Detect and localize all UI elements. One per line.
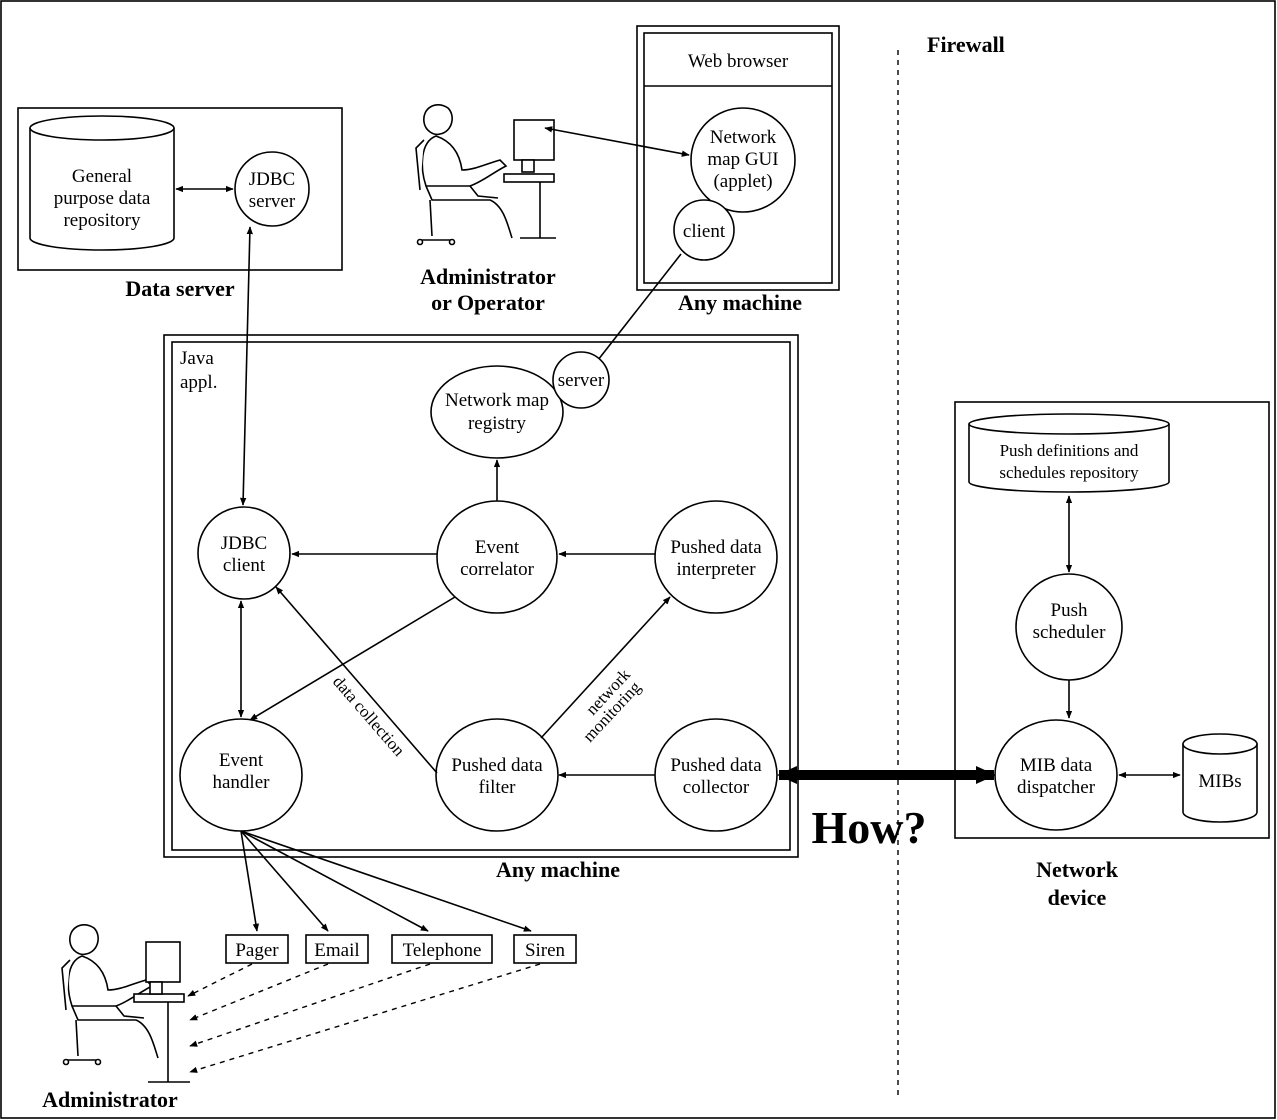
- client-node: [673, 199, 735, 261]
- java-appl-line-1: Java: [180, 348, 214, 369]
- telephone-label: Telephone: [403, 940, 482, 961]
- event-handler-line-1: Event: [219, 750, 264, 771]
- operator-gui-arrow: [544, 126, 690, 157]
- network-device-line-1: Network: [1036, 857, 1119, 882]
- telephone-box: [391, 934, 493, 964]
- server-node: [552, 351, 610, 409]
- telephone-admin-arrow: [189, 963, 431, 1047]
- pager-label: Pager: [235, 940, 279, 961]
- jdbc-client-line-2: client: [223, 555, 266, 576]
- general-repo-line-3: repository: [63, 210, 141, 231]
- mibs-label: MIBs: [1198, 771, 1241, 792]
- jdbc-server-line-2: server: [249, 191, 296, 212]
- how-label: How?: [812, 802, 927, 853]
- jdbc-server-client-arrow: [239, 226, 254, 506]
- push-repo-line-1: Push definitions and: [1000, 441, 1139, 460]
- admin-operator-line-1: Administrator: [420, 264, 556, 289]
- collector-line-2: collector: [683, 777, 750, 798]
- web-browser-label: Web browser: [688, 51, 789, 72]
- pager-box: [225, 934, 289, 964]
- network-map-gui-line-1: Network: [710, 127, 777, 148]
- network-map-gui-line-3: (applet): [713, 171, 772, 192]
- registry-line-2: registry: [468, 413, 527, 434]
- push-repo-line-2: schedules repository: [999, 463, 1139, 482]
- mibs-cylinder: [1182, 733, 1258, 823]
- any-machine-top-label: Any machine: [678, 290, 802, 315]
- push-repository-cylinder: [968, 413, 1170, 493]
- filter-jdbc-arrow: [275, 586, 438, 774]
- jdbc-client-node: [197, 506, 291, 600]
- siren-label: Siren: [525, 940, 566, 961]
- mib-data-dispatcher-node: [994, 719, 1118, 831]
- any-machine-top-outer: [636, 25, 840, 291]
- push-scheduler-line-2: scheduler: [1033, 622, 1106, 643]
- collector-line-1: Pushed data: [670, 755, 762, 776]
- general-repo-line-1: General: [72, 166, 132, 187]
- pushed-data-interpreter-node: [654, 500, 778, 614]
- web-browser-frame: [643, 32, 833, 284]
- filter-line-2: filter: [479, 777, 517, 798]
- event-handler-line-2: handler: [213, 772, 271, 793]
- operator-person-icon: [415, 104, 556, 246]
- registry-line-1: Network map: [445, 390, 549, 411]
- client-label: client: [683, 221, 726, 242]
- administrator-person-icon: [61, 924, 190, 1083]
- data-server-box: [17, 107, 343, 271]
- network-device-box: [954, 401, 1270, 839]
- mib-dispatcher-line-2: dispatcher: [1017, 777, 1096, 798]
- general-repo-line-2: purpose data: [54, 188, 151, 209]
- jdbc-server-node: [234, 151, 310, 227]
- java-appl-inner: [171, 341, 791, 851]
- pager-admin-arrow: [187, 963, 253, 997]
- email-admin-arrow: [189, 963, 329, 1021]
- mib-dispatcher-line-1: MIB data: [1020, 755, 1093, 776]
- network-map-gui-node: [690, 107, 796, 213]
- email-label: Email: [314, 940, 359, 961]
- siren-box: [513, 934, 577, 964]
- handler-pager-arrow: [240, 830, 260, 932]
- event-correlator-line-2: correlator: [460, 559, 535, 580]
- general-repository-cylinder: [29, 115, 175, 251]
- handler-telephone-arrow: [240, 830, 429, 932]
- administrator-bottom-label: Administrator: [42, 1087, 178, 1112]
- admin-operator-line-2: or Operator: [431, 290, 545, 315]
- server-label: server: [558, 370, 605, 391]
- client-server-link: [597, 253, 682, 361]
- network-map-gui-line-2: map GUI: [707, 149, 778, 170]
- firewall-label: Firewall: [927, 32, 1005, 57]
- java-appl-outer: [163, 334, 799, 858]
- jdbc-client-line-1: JDBC: [221, 533, 267, 554]
- jdbc-server-line-1: JDBC: [249, 169, 295, 190]
- email-box: [305, 934, 369, 964]
- filter-line-1: Pushed data: [451, 755, 543, 776]
- data-collection-label: data collection: [329, 672, 409, 760]
- pushed-data-filter-node: [435, 718, 559, 832]
- handler-siren-arrow: [240, 830, 532, 932]
- push-scheduler-line-1: Push: [1051, 600, 1088, 621]
- correlator-handler-arrow: [249, 596, 456, 721]
- network-map-registry-node: [430, 365, 564, 459]
- java-appl-line-2: appl.: [180, 372, 217, 393]
- network-device-line-2: device: [1048, 885, 1107, 910]
- any-machine-bottom-label: Any machine: [496, 857, 620, 882]
- data-server-label: Data server: [125, 276, 235, 301]
- event-correlator-line-1: Event: [475, 537, 520, 558]
- filter-interpreter-arrow: [540, 596, 671, 739]
- siren-admin-arrow: [189, 963, 541, 1073]
- interpreter-line-2: interpreter: [676, 559, 756, 580]
- handler-email-arrow: [240, 830, 329, 932]
- interpreter-line-1: Pushed data: [670, 537, 762, 558]
